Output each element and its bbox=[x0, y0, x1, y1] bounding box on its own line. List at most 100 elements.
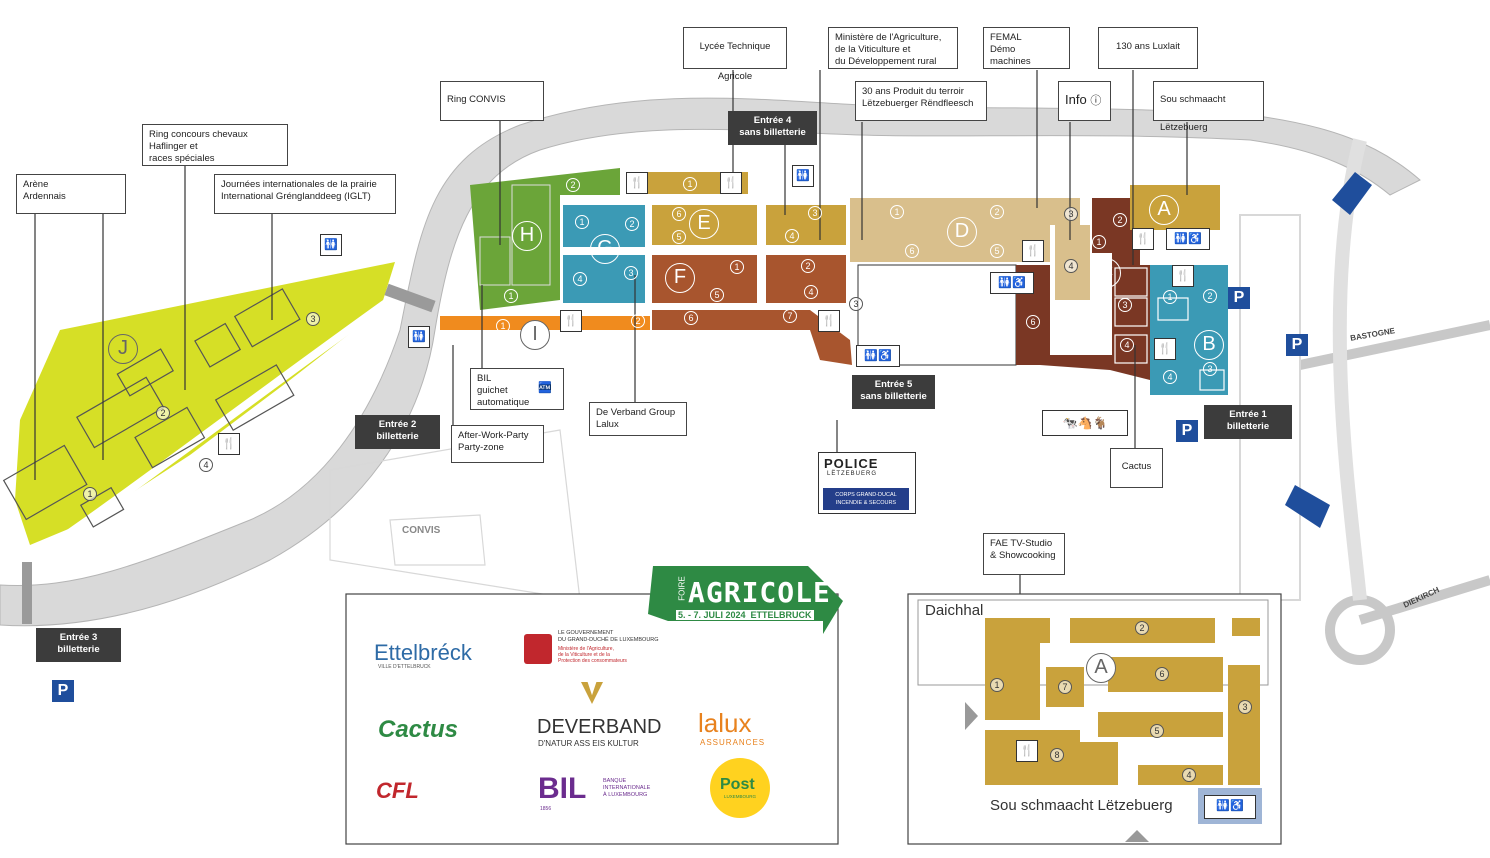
police-subtitle: LËTZEBUERG bbox=[827, 471, 878, 477]
info-text: Info bbox=[1065, 92, 1087, 107]
zone-e-right bbox=[766, 205, 846, 245]
stand-number: 2 bbox=[156, 406, 170, 420]
sponsor-cfl: CFL bbox=[376, 778, 419, 803]
sponsor-lalux: lalux bbox=[698, 708, 752, 738]
stand-number: 2 bbox=[566, 178, 580, 192]
stand-number: 4 bbox=[1064, 259, 1078, 273]
inset-stand-number: 7 bbox=[1058, 680, 1072, 694]
sponsor-post-sub: LUXEMBOURG bbox=[724, 794, 757, 799]
stand-number: 2 bbox=[631, 314, 645, 328]
stand-number: 1 bbox=[683, 177, 697, 191]
stand-number: 6 bbox=[672, 207, 686, 221]
stand-number: 1 bbox=[575, 215, 589, 229]
inset-zone-a: A bbox=[1086, 653, 1116, 683]
stand-number: 1 bbox=[890, 205, 904, 219]
inset-stand-number: 6 bbox=[1155, 667, 1169, 681]
label-journees: Journées internationales de la prairie I… bbox=[214, 174, 396, 214]
label-luxlait: 130 ans Luxlait bbox=[1098, 27, 1198, 69]
stand-number: 3 bbox=[808, 206, 822, 220]
stand-number: 4 bbox=[1120, 338, 1134, 352]
stand-number: 4 bbox=[785, 229, 799, 243]
stand-number: 2 bbox=[801, 259, 815, 273]
bus-icon-bottom bbox=[1285, 485, 1330, 528]
inset-sou-schmaacht: Sou schmaacht Lëtzebuerg bbox=[990, 797, 1173, 814]
label-fae: FAE TV-Studio & Showcooking bbox=[983, 533, 1065, 575]
inset-arrow-bottom bbox=[1125, 830, 1149, 842]
convis-building-label: CONVIS bbox=[402, 525, 441, 536]
label-produit-terroir: 30 ans Produit du terroir Lëtzebuerger R… bbox=[855, 81, 987, 121]
stand-number: 1 bbox=[1092, 235, 1106, 249]
stand-number: 4 bbox=[199, 458, 213, 472]
toilets-icon: 🚻 bbox=[792, 165, 814, 187]
inset-stand-number: 5 bbox=[1150, 724, 1164, 738]
road-bastogne bbox=[1298, 320, 1490, 370]
label-afterwork: After-Work-Party Party-zone bbox=[451, 425, 544, 463]
gouvernement-lion-icon bbox=[524, 634, 552, 664]
bridge-entree2 bbox=[384, 283, 436, 313]
zone-label-e: E bbox=[689, 209, 719, 239]
entrance-2[interactable]: Entrée 2 billetterie bbox=[355, 415, 440, 449]
zone-h bbox=[470, 168, 620, 310]
zone-label-c: C bbox=[1091, 258, 1121, 288]
stand-number: 5 bbox=[710, 288, 724, 302]
label-info[interactable]: Info ⓘ bbox=[1058, 81, 1111, 121]
toilets-icon: 🚻 bbox=[320, 234, 342, 256]
inset-arrow-left bbox=[965, 702, 978, 730]
zone-label-h: H bbox=[512, 221, 542, 251]
sponsor-gouvernement-sub: Ministère de l'Agriculture, de la Viticu… bbox=[558, 646, 627, 664]
animals-icon: 🐄🐴🐐 bbox=[1042, 410, 1128, 436]
entrance-3[interactable]: Entrée 3 billetterie bbox=[36, 628, 121, 662]
sponsor-lalux-sub: ASSURANCES bbox=[700, 738, 766, 747]
inset-stand-number: 8 bbox=[1050, 748, 1064, 762]
restaurant-icon: 🍴 bbox=[1132, 228, 1154, 250]
label-cactus: Cactus bbox=[1110, 448, 1163, 488]
stand-number: 1 bbox=[83, 487, 97, 501]
atm-icon: 🏧 bbox=[534, 378, 556, 400]
parking-accessible-icon: P bbox=[1176, 420, 1198, 442]
sponsor-bil-year: 1856 bbox=[540, 806, 552, 812]
stand-number: 6 bbox=[1026, 315, 1040, 329]
entrance-4[interactable]: Entrée 4 sans billetterie bbox=[728, 111, 817, 145]
stand-number: 2 bbox=[762, 181, 776, 195]
stand-number: 3 bbox=[1118, 298, 1132, 312]
sponsor-gouvernement: LE GOUVERNEMENT DU GRAND-DUCHÉ DE LUXEMB… bbox=[558, 630, 659, 643]
stand-number: 3 bbox=[1064, 207, 1078, 221]
restaurant-icon: 🍴 bbox=[818, 310, 840, 332]
inset-toilets-accessible-icon: 🚻♿ bbox=[1204, 795, 1256, 819]
stand-number: 4 bbox=[804, 285, 818, 299]
road-ring bbox=[1239, 214, 1301, 601]
toilets-accessible-icon: 🚻♿ bbox=[990, 272, 1034, 294]
sponsor-ettelbruck-sub: VILLE D'ETTELBRUCK bbox=[378, 664, 431, 670]
stand-number: 3 bbox=[624, 266, 638, 280]
inset-outline bbox=[917, 599, 1269, 686]
logo-foire: FOIRE bbox=[677, 576, 687, 601]
restaurant-icon: 🍴 bbox=[626, 172, 648, 194]
zone-j bbox=[15, 262, 395, 545]
zone-label-i: I bbox=[520, 320, 550, 350]
stand-number: 2 bbox=[990, 205, 1004, 219]
stand-number: 2 bbox=[625, 217, 639, 231]
sponsor-cactus: Cactus bbox=[378, 716, 459, 743]
restaurant-icon: 🍴 bbox=[560, 310, 582, 332]
label-ring-chevaux: Ring concours chevaux Haflinger et races… bbox=[142, 124, 288, 166]
restaurant-icon: 🍴 bbox=[218, 433, 240, 455]
label-sou-schmaacht: Sou schmaacht Lëtzebuerg bbox=[1153, 81, 1264, 133]
zone-label-a: A bbox=[1149, 195, 1179, 225]
label-verband: De Verband Group Lalux bbox=[589, 402, 687, 436]
parking-accessible-icon: P bbox=[1228, 287, 1250, 309]
restaurant-icon: 🍴 bbox=[720, 172, 742, 194]
stand-number: 4 bbox=[1163, 370, 1177, 384]
info-icon: ⓘ bbox=[1090, 95, 1102, 107]
stand-number: 3 bbox=[849, 297, 863, 311]
bus-icon-top bbox=[1332, 172, 1372, 215]
inset-stand-number: 3 bbox=[1238, 700, 1252, 714]
label-femal: FEMAL Démo machines bbox=[983, 27, 1070, 69]
stand-number: 4 bbox=[573, 272, 587, 286]
stand-number: 1 bbox=[1163, 290, 1177, 304]
sponsor-bil: BIL bbox=[538, 772, 587, 805]
entrance-1[interactable]: Entrée 1 billetterie bbox=[1204, 405, 1292, 439]
zone-label-d: D bbox=[947, 217, 977, 247]
stand-number: 6 bbox=[905, 244, 919, 258]
zone-label-f: F bbox=[665, 263, 695, 293]
entrance-5[interactable]: Entrée 5 sans billetterie bbox=[852, 375, 935, 409]
